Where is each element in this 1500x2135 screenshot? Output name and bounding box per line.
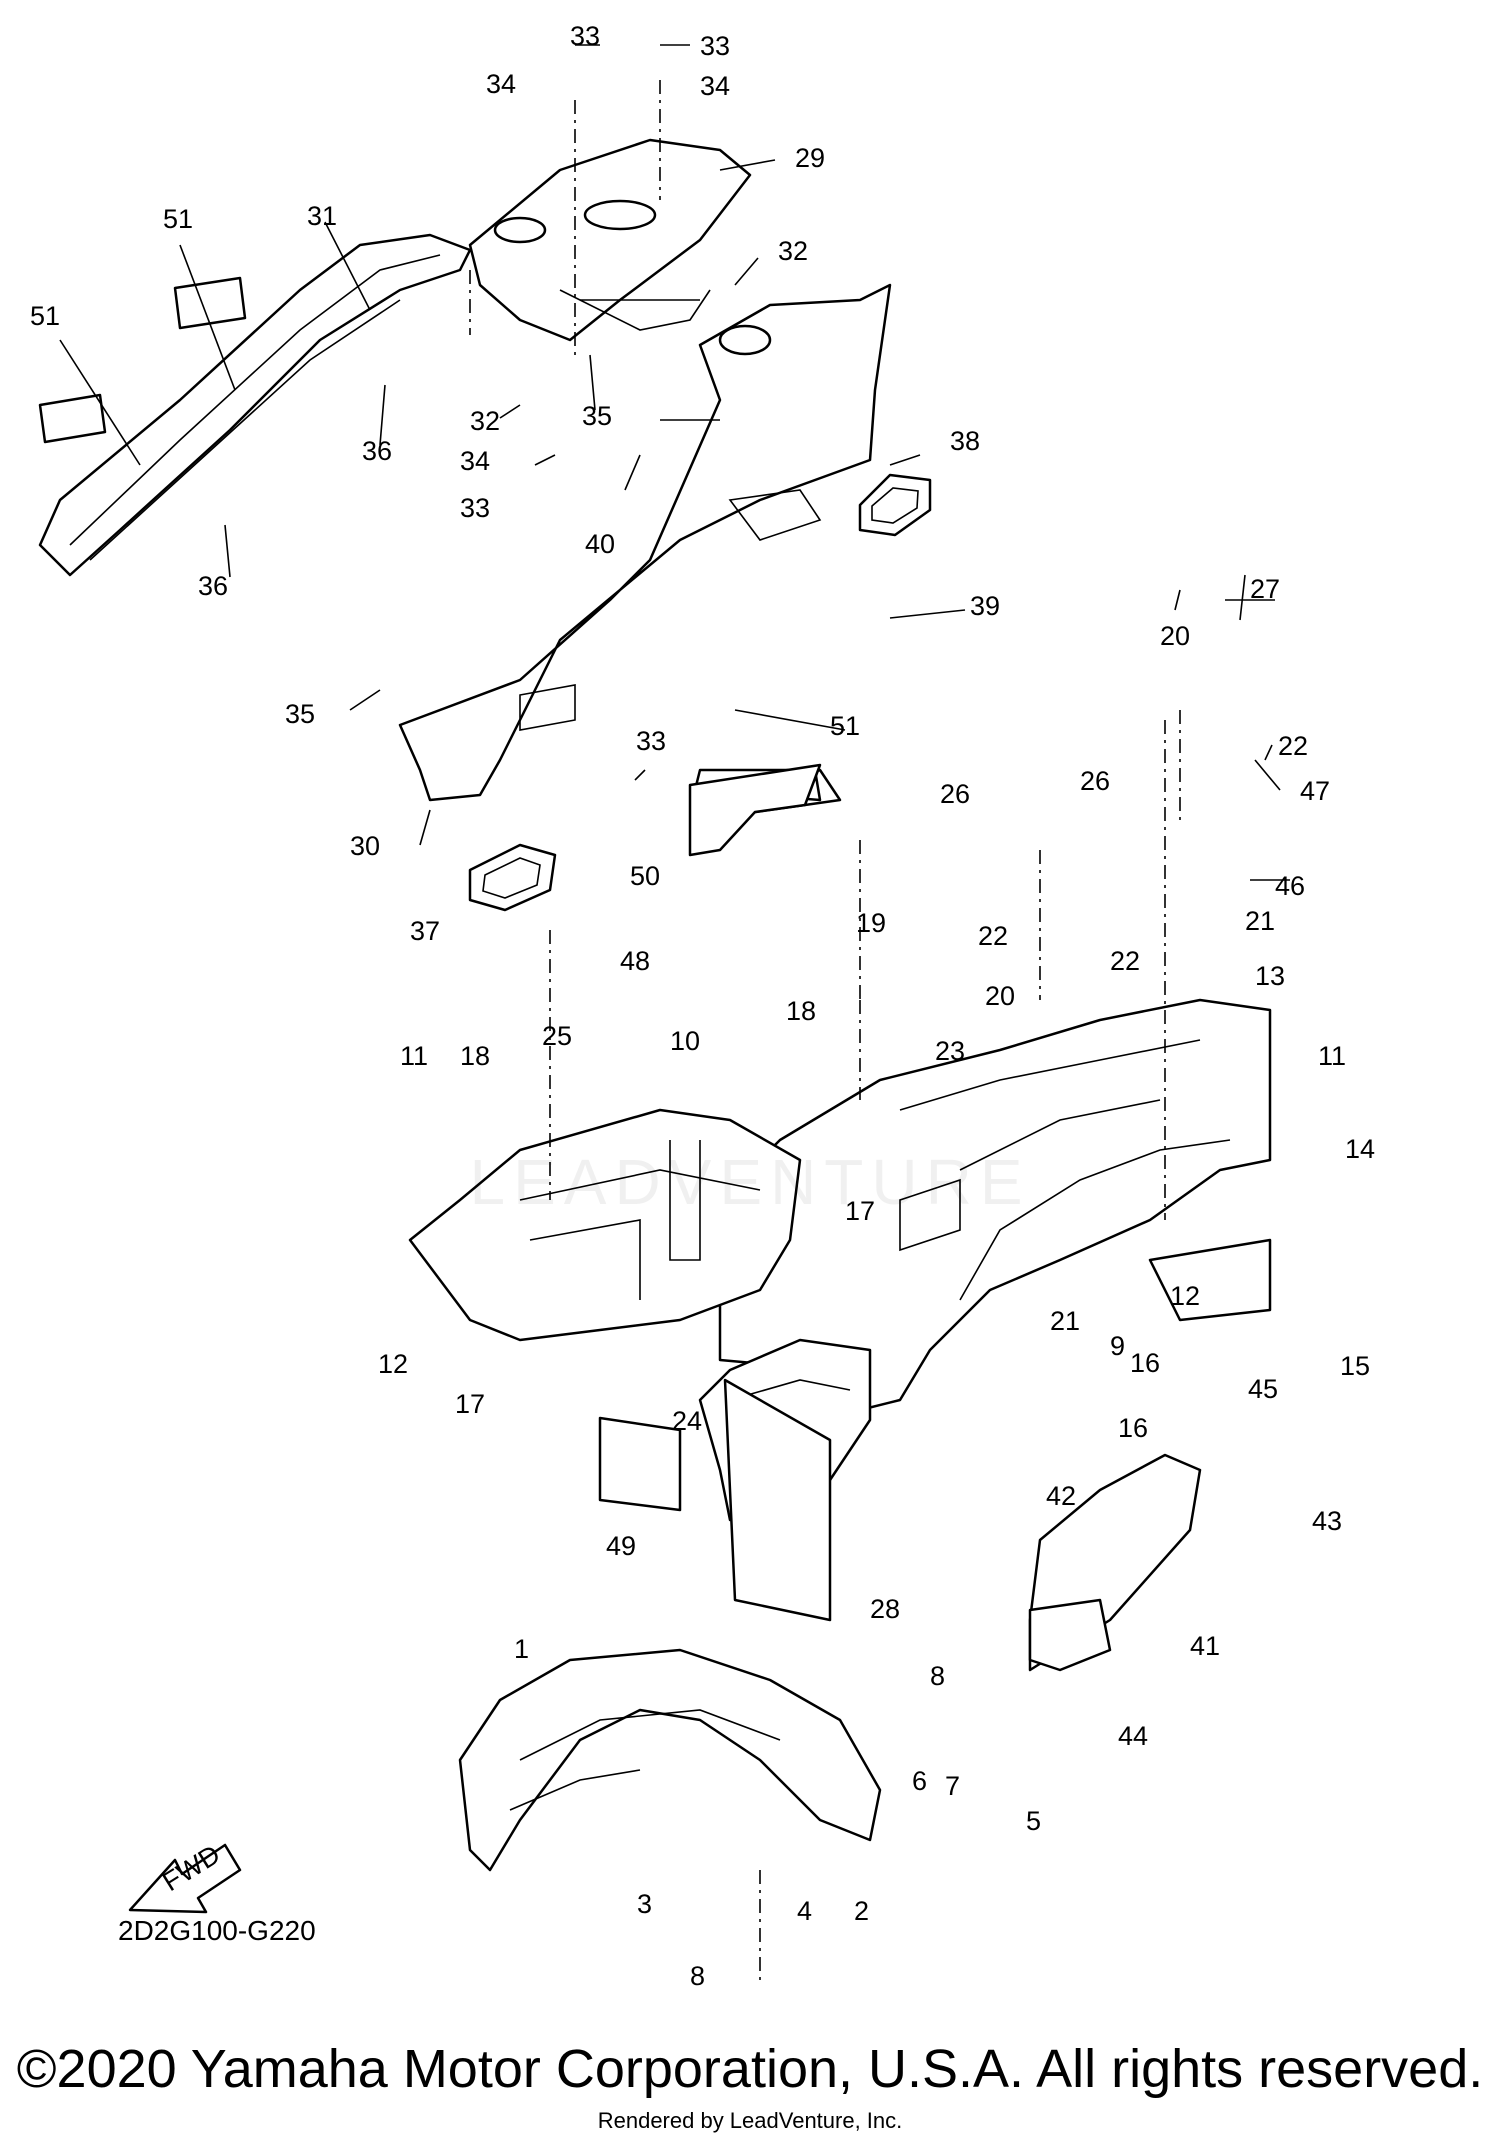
part-number-label: 5	[1026, 1806, 1041, 1836]
part-number-label: 8	[930, 1661, 945, 1691]
part-number-label: 26	[940, 779, 970, 809]
part-number-label: 25	[542, 1021, 572, 1051]
part-number-label: 2	[854, 1896, 869, 1926]
part-number-label: 36	[362, 436, 392, 466]
part-number-label: 37	[410, 916, 440, 946]
part-number-label: 12	[378, 1349, 408, 1379]
part-number-label: 32	[778, 236, 808, 266]
rendered-by-notice: Rendered by LeadVenture, Inc.	[597, 2108, 903, 2133]
seal-drawings	[468, 473, 932, 912]
part-number-label: 23	[935, 1036, 965, 1066]
part-number-label: 34	[486, 69, 516, 99]
part-number-label: 9	[1110, 1331, 1125, 1361]
part-number-label: 4	[797, 1896, 812, 1926]
part-number-label: 7	[945, 1771, 960, 1801]
part-number-label: 19	[856, 908, 886, 938]
part-number-label: 6	[912, 1766, 927, 1796]
part-number-label: 42	[1046, 1481, 1076, 1511]
part-number-label: 45	[1248, 1374, 1278, 1404]
part-number-label: 21	[1245, 906, 1275, 936]
rear-fender-drawing	[718, 998, 1272, 1412]
part-number-label: 8	[690, 1961, 705, 1991]
flap-drawings	[598, 1238, 1272, 1622]
part-number-label: 33	[460, 493, 490, 523]
part-number-label: 11	[400, 1041, 428, 1071]
leader-lines	[59, 44, 1290, 881]
part-number-label: 14	[1345, 1134, 1375, 1164]
part-number-label: 51	[830, 711, 860, 741]
part-number-label: 1	[514, 1634, 529, 1664]
part-number-label: 49	[606, 1531, 636, 1561]
part-number-label: 44	[1118, 1721, 1148, 1751]
battery-box-drawing	[408, 1108, 802, 1342]
part-number-label: 51	[30, 301, 60, 331]
part-number-label: 31	[307, 201, 337, 231]
part-number-label: 48	[620, 946, 650, 976]
sticker-drawings	[38, 276, 842, 857]
part-number-label: 20	[1160, 621, 1190, 651]
part-number-label: 10	[670, 1026, 700, 1056]
part-number-label: 32	[470, 406, 500, 436]
part-number-label: 33	[700, 31, 730, 61]
part-number-label: 26	[1080, 766, 1110, 796]
part-number-label: 17	[455, 1389, 485, 1419]
part-number-label: 36	[198, 571, 228, 601]
assembly-lines	[469, 80, 1181, 1985]
fwd-arrow-icon: FWD	[128, 1839, 242, 1914]
part-number-label: 38	[950, 426, 980, 456]
diagram-reference-code: 2D2G100-G220	[118, 1915, 316, 1946]
part-number-label: 18	[786, 996, 816, 1026]
part-number-label: 12	[1170, 1281, 1200, 1311]
part-number-label: 11	[1318, 1041, 1346, 1071]
part-number-label: 22	[1278, 731, 1308, 761]
part-number-label: 43	[1312, 1506, 1342, 1536]
copyright-notice: ©2020 Yamaha Motor Corporation, U.S.A. A…	[16, 2039, 1484, 2099]
part-number-label: 30	[350, 831, 380, 861]
part-number-label: 16	[1130, 1348, 1160, 1378]
part-number-label: 22	[1110, 946, 1140, 976]
part-labels: 33 34 33 34 29 31 51 51 32 32 35 36 34 3…	[30, 21, 1375, 1991]
part-number-label: 24	[672, 1406, 702, 1436]
part-number-label: 35	[582, 401, 612, 431]
part-number-label: 39	[970, 591, 1000, 621]
part-number-label: 47	[1300, 776, 1330, 806]
part-number-label: 13	[1255, 961, 1285, 991]
part-number-label: 20	[985, 981, 1015, 1011]
part-number-label: 33	[570, 21, 600, 51]
watermark: LEADVENTURE	[469, 1146, 1031, 1218]
part-number-label: 22	[978, 921, 1008, 951]
side-cowl-drawing	[398, 283, 892, 802]
side-rail-drawing	[38, 233, 472, 577]
part-number-label: 16	[1118, 1413, 1148, 1443]
part-number-label: 35	[285, 699, 315, 729]
tail-cowl-drawing	[468, 138, 752, 342]
front-fender-drawing	[458, 1648, 882, 1872]
part-number-label: 50	[630, 861, 660, 891]
part-number-label: 3	[637, 1889, 652, 1919]
part-number-label: 15	[1340, 1351, 1370, 1381]
part-number-label: 51	[163, 204, 193, 234]
license-bracket-drawing	[1028, 1453, 1202, 1672]
part-number-label: 46	[1275, 871, 1305, 901]
part-number-label: 21	[1050, 1306, 1080, 1336]
part-number-label: 28	[870, 1594, 900, 1624]
part-number-label: 41	[1190, 1631, 1220, 1661]
part-number-label: 17	[845, 1196, 875, 1226]
part-number-label: 40	[585, 529, 615, 559]
part-number-label: 34	[460, 446, 490, 476]
part-number-label: 29	[795, 143, 825, 173]
part-number-label: 33	[636, 726, 666, 756]
part-number-label: 34	[700, 71, 730, 101]
part-number-label: 27	[1250, 574, 1280, 604]
part-number-label: 18	[460, 1041, 490, 1071]
